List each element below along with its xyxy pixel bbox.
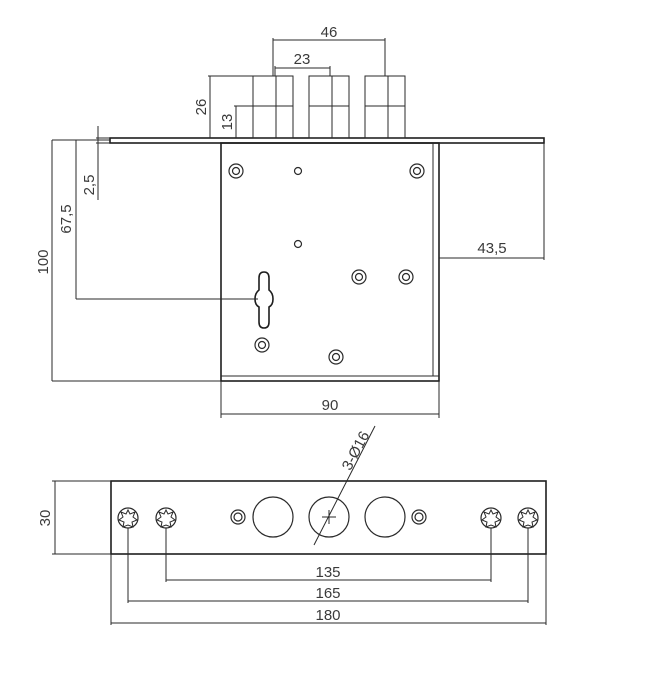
dim-inner-spacing: 135	[315, 564, 340, 581]
bottom-view: 3-Ø16 30 135 165 180	[37, 425, 547, 625]
bolt-hole-right	[364, 496, 406, 538]
front-dimensions: 46 23 26 13 2,5 67,5	[35, 24, 545, 418]
star-screw-2	[155, 507, 177, 529]
bottom-dimensions: 30 135 165 180	[37, 480, 547, 625]
star-screws	[117, 507, 539, 529]
star-screw-3	[480, 507, 502, 529]
dim-faceplate-overhang: 43,5	[477, 240, 506, 257]
pin-middle	[293, 239, 303, 249]
star-screw-1	[117, 507, 139, 529]
dim-bolt-half-spacing: 23	[294, 51, 311, 68]
body-holes	[228, 163, 425, 365]
faceplate-edge	[110, 480, 547, 555]
screw-hole-bottom-mid	[328, 349, 344, 365]
bolt-holes	[252, 496, 406, 538]
dim-body-height: 100	[35, 249, 52, 274]
lock-body	[220, 142, 440, 382]
dim-depth: 30	[37, 510, 54, 527]
pin-upper	[293, 166, 303, 176]
bolt-hole-left	[252, 496, 294, 538]
bolt-left	[252, 75, 294, 139]
screw-hole-mid-right	[398, 269, 414, 285]
dim-outer-spacing: 165	[315, 585, 340, 602]
small-hole-right	[411, 509, 427, 525]
front-view: 46 23 26 13 2,5 67,5	[35, 24, 545, 418]
screw-hole-top-left	[228, 163, 244, 179]
dim-backset: 67,5	[58, 204, 75, 233]
dim-bolt-spacing: 46	[321, 24, 338, 41]
small-hole-left	[230, 509, 246, 525]
dim-hole-label: 3-Ø16	[339, 428, 374, 473]
keyhole	[254, 271, 274, 329]
screw-hole-mid-left	[351, 269, 367, 285]
dim-bolt-height: 26	[193, 99, 210, 116]
small-holes	[230, 509, 427, 525]
screw-hole-bottom-left	[254, 337, 270, 353]
dim-total-length: 180	[315, 607, 340, 624]
hole-leader-line	[313, 425, 376, 546]
dim-bolt-throw: 13	[219, 114, 236, 131]
bolt-middle	[308, 75, 350, 139]
bolt-right	[364, 75, 406, 139]
dim-body-width: 90	[322, 397, 339, 414]
dim-plate-thickness: 2,5	[81, 175, 98, 196]
star-screw-4	[517, 507, 539, 529]
screw-hole-top-right	[409, 163, 425, 179]
bolts	[252, 75, 406, 139]
